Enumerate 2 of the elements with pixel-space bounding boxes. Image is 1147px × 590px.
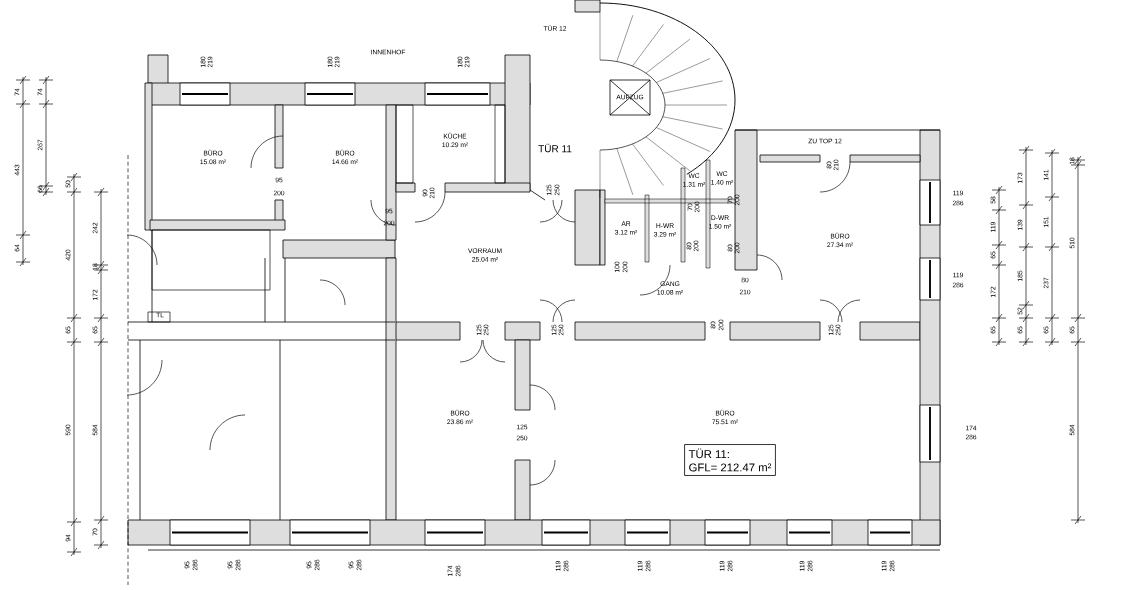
door-label: TÜR 11 [538,143,572,153]
summary-box: TÜR 11: GFL= 212.47 m² [684,444,776,476]
